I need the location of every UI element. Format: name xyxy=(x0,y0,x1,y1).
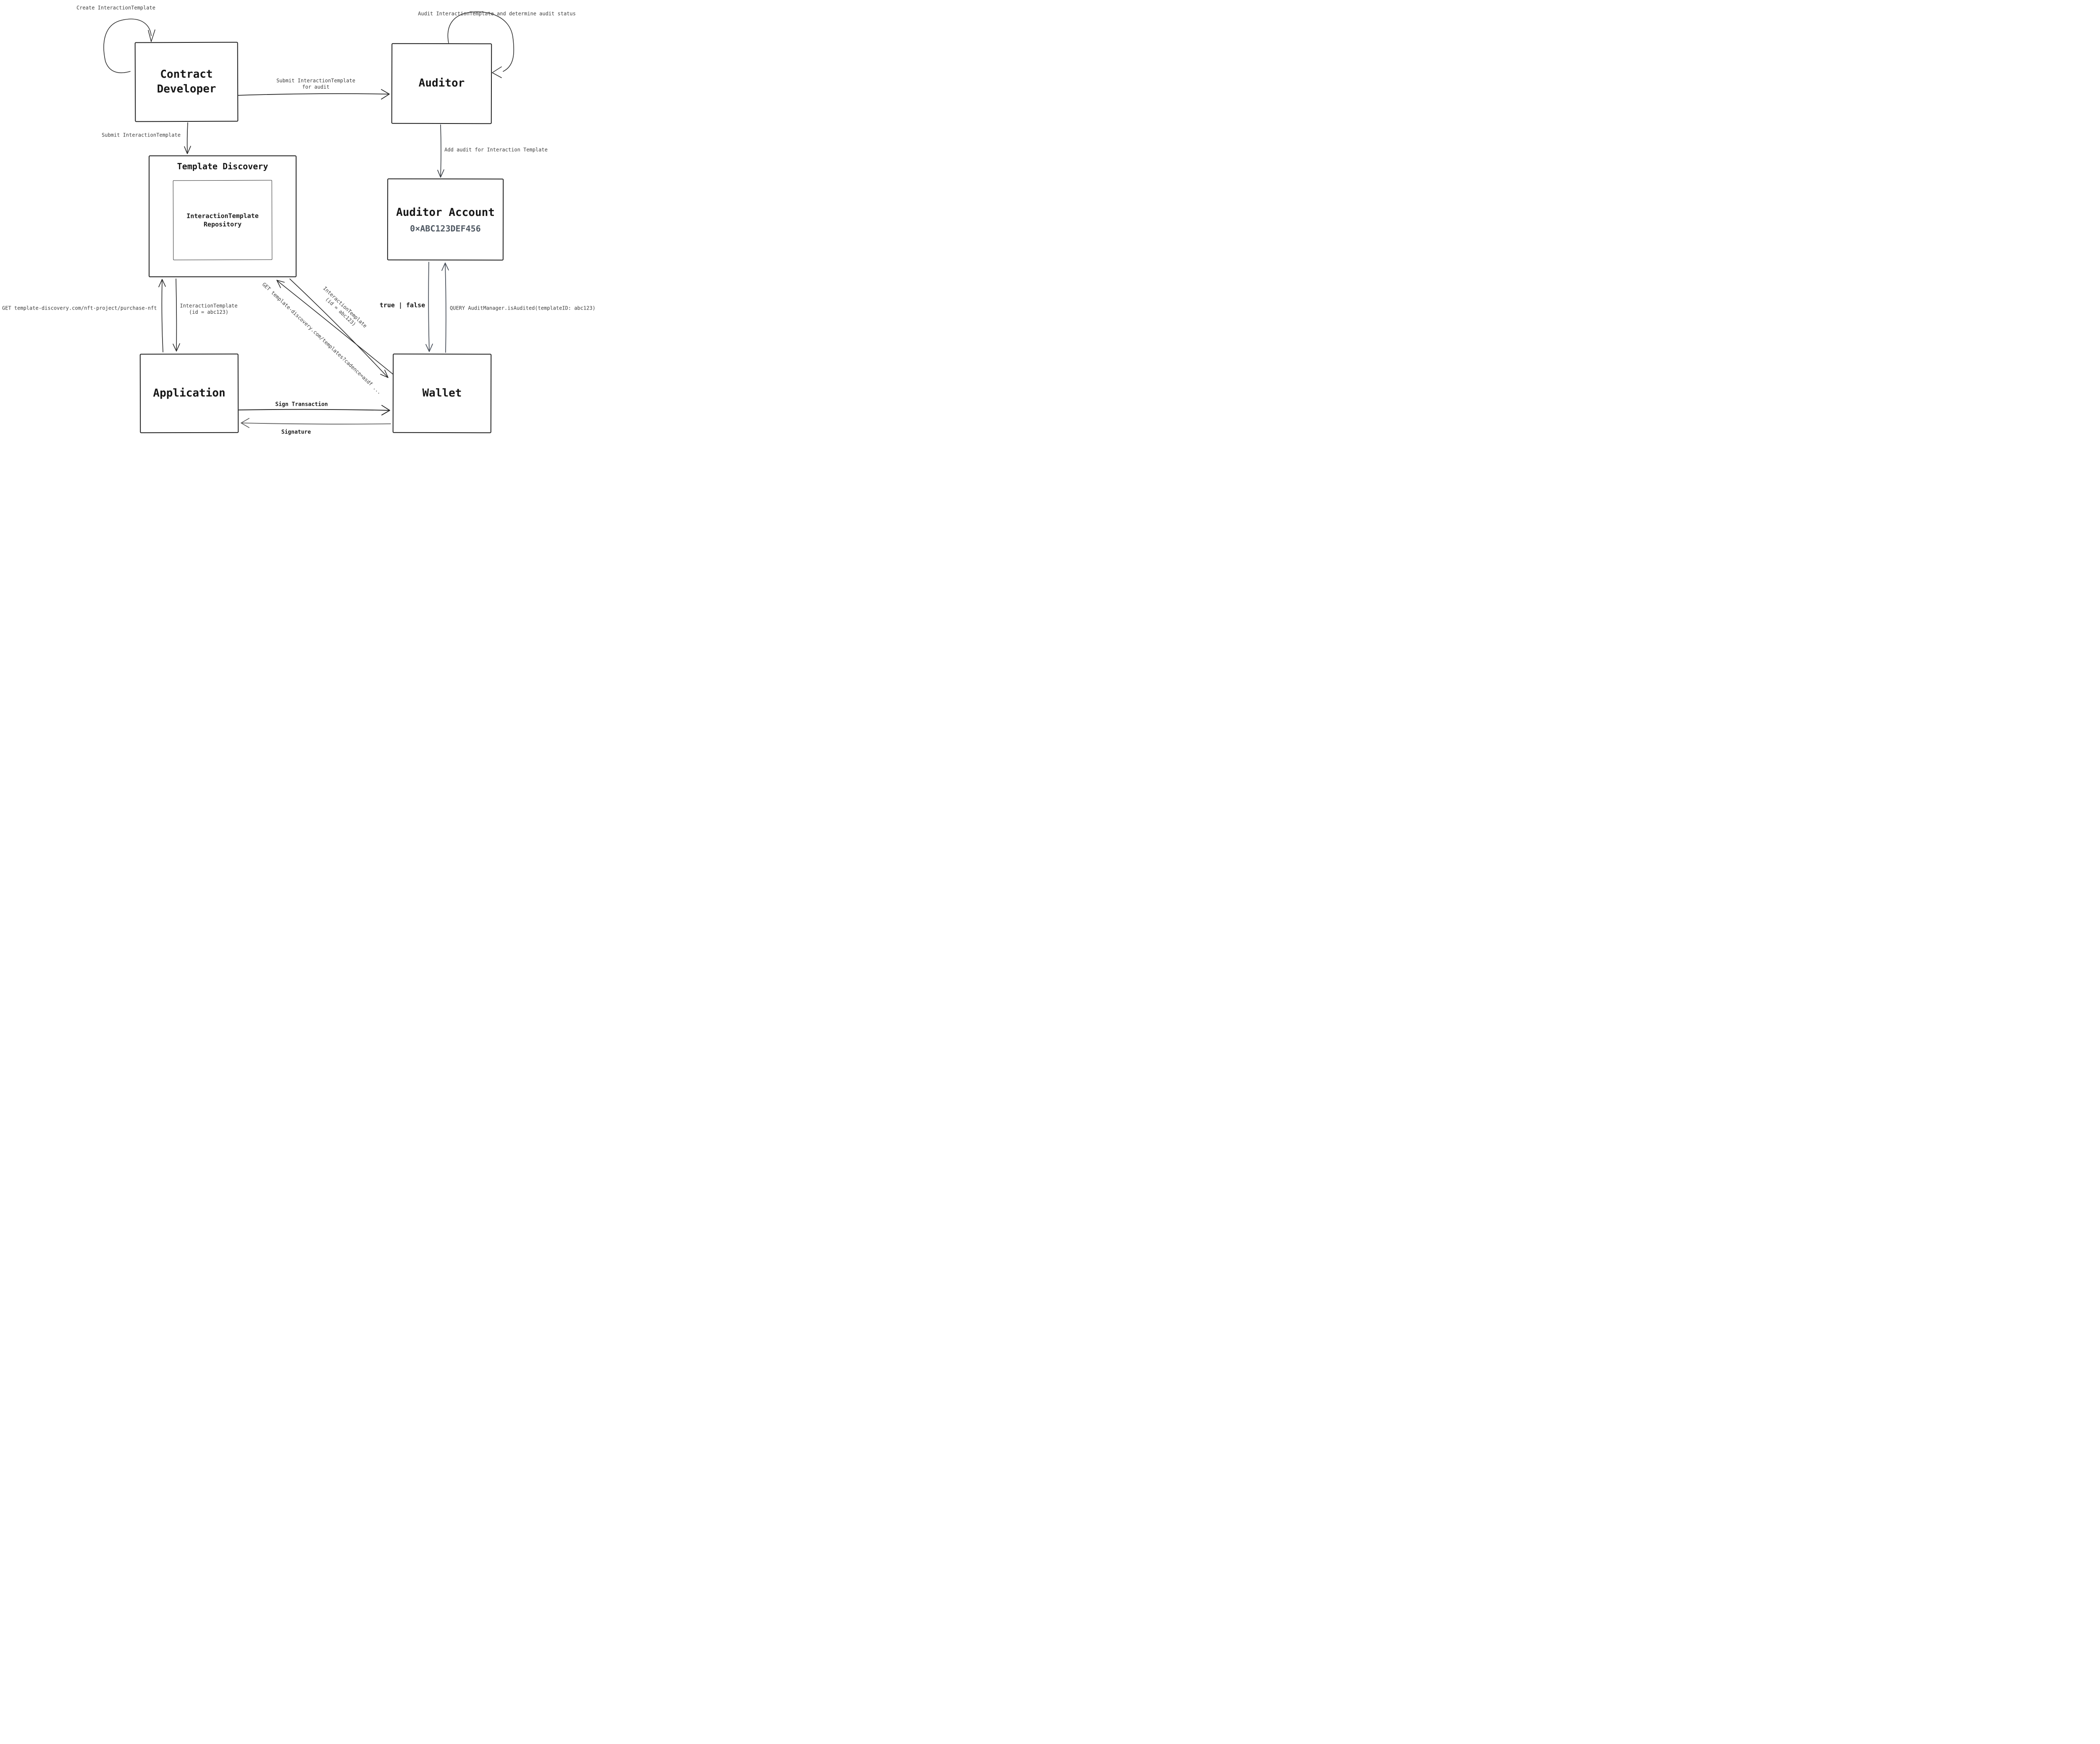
auditor-account-address: 0×ABC123DEF456 xyxy=(410,223,481,234)
arrows-layer xyxy=(103,11,514,428)
node-auditor-account: Auditor Account 0×ABC123DEF456 xyxy=(387,178,504,261)
auditor-title: Auditor xyxy=(418,77,465,90)
arrow-submit-for-audit xyxy=(237,89,390,100)
arrow-create-loop-icon xyxy=(103,18,155,73)
label-submit-for-audit: Submit InteractionTemplate for audit xyxy=(276,78,355,90)
wallet-title: Wallet xyxy=(422,386,462,400)
label-get-purchase-nft: GET template-discovery.com/nft-project/p… xyxy=(2,305,157,311)
node-contract-developer: Contract Developer xyxy=(134,42,239,122)
arrow-get-purchase xyxy=(158,279,166,352)
arrow-signature xyxy=(241,418,391,428)
label-add-audit: Add audit for Interaction Template xyxy=(444,147,548,153)
label-interaction-template-id: InteractionTemplate (id = abc123) xyxy=(180,303,237,315)
arrow-true-false xyxy=(425,262,433,352)
application-title: Application xyxy=(153,386,226,400)
label-query-isaudited: QUERY AuditManager.isAudited(templateID:… xyxy=(450,305,596,311)
label-submit-for-audit-line2: for audit xyxy=(302,84,330,90)
arrow-submit-template xyxy=(184,122,191,154)
arrow-query-isaudited xyxy=(441,263,449,353)
repository-label-line2: Repository xyxy=(203,220,242,229)
arrow-audit-loop-icon xyxy=(447,11,514,78)
template-discovery-title: Template Discovery xyxy=(177,161,268,171)
arrow-sign-transaction xyxy=(239,405,390,415)
repository-label: InteractionTemplate Repository xyxy=(186,211,259,229)
arrow-template-response xyxy=(173,278,180,352)
label-submit-for-audit-line1: Submit InteractionTemplate xyxy=(276,78,355,84)
arrow-add-audit xyxy=(437,124,444,178)
arrow-template-response-diag xyxy=(289,278,388,378)
contract-developer-title-line1: Contract xyxy=(160,68,213,81)
node-repository: InteractionTemplate Repository xyxy=(173,180,273,260)
label-submit-template: Submit InteractionTemplate xyxy=(102,132,181,138)
label-true-false: true | false xyxy=(379,301,425,309)
node-application: Application xyxy=(139,353,239,433)
contract-developer-title: Contract Developer xyxy=(157,67,216,97)
auditor-account-title: Auditor Account xyxy=(396,206,495,219)
node-wallet: Wallet xyxy=(392,353,492,433)
diagram-canvas: Contract Developer Auditor Template Disc… xyxy=(0,0,596,436)
label-sign-transaction: Sign Transaction xyxy=(275,401,328,408)
label-interaction-template-id-line2: (id = abc123) xyxy=(189,309,228,315)
node-auditor: Auditor xyxy=(391,43,492,124)
contract-developer-title-line2: Developer xyxy=(157,82,216,96)
arrow-get-templates-diag xyxy=(276,280,399,379)
label-audit-loop: Audit InteractionTemplate and determine … xyxy=(418,11,576,17)
label-interaction-template-id-line1: InteractionTemplate xyxy=(180,303,238,309)
label-create-template: Create InteractionTemplate xyxy=(76,5,155,11)
label-signature: Signature xyxy=(281,429,311,436)
repository-label-line1: InteractionTemplate xyxy=(186,212,259,220)
